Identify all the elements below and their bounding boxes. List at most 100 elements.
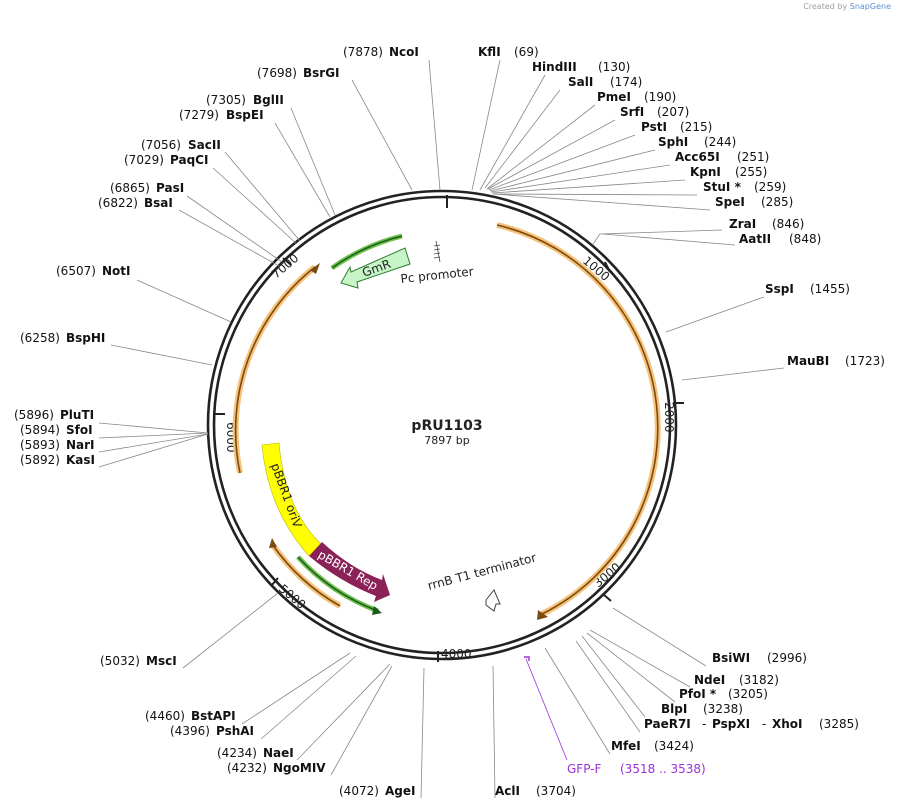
- site-sspi-pos: (1455): [810, 282, 850, 296]
- tick-2000: 2000: [662, 402, 676, 433]
- site-sfoi-pos: (5894): [20, 423, 60, 437]
- site-pfoi-name: PfoI *: [679, 687, 717, 701]
- site-blpi-pos: (3238): [703, 702, 743, 716]
- site-spei-name: SpeI: [715, 195, 745, 209]
- terminator-label: rrnB T1 terminator: [426, 550, 538, 592]
- primer-name: GFP-F: [567, 762, 602, 776]
- site-stui-name: StuI *: [703, 180, 742, 194]
- site-paqci-pos: (7029): [124, 153, 164, 167]
- site-kasi-pos: (5892): [20, 453, 60, 467]
- tick-4000: 4000: [441, 647, 472, 661]
- site-sacii-name: SacII: [188, 138, 221, 152]
- site-acc65i-pos: (251): [737, 150, 769, 164]
- site-ngomiv-name: NgoMIV: [273, 761, 326, 775]
- site-blpi-name: BlpI: [661, 702, 687, 716]
- site-mfei-pos: (3424): [654, 739, 694, 753]
- site-paer7i-name: PaeR7I: [644, 717, 691, 731]
- site-srfi-pos: (207): [657, 105, 689, 119]
- orange-arrowhead-left-top: [310, 263, 320, 274]
- site-acli-name: AclI: [495, 784, 520, 798]
- site-leader-lines: [98, 59, 785, 799]
- site-pasi-name: PasI: [156, 181, 184, 195]
- site-pshai-name: PshAI: [216, 724, 254, 738]
- site-hindiii-name: HindIII: [532, 60, 577, 74]
- terminator-icon: [485, 589, 501, 612]
- site-bsrgi-name: BsrGI: [303, 66, 340, 80]
- credit-prefix: Created by: [803, 2, 848, 11]
- site-pluti-name: PluTI: [60, 408, 94, 422]
- primer-range: (3518 .. 3538): [620, 762, 706, 776]
- site-pluti-pos: (5896): [14, 408, 54, 422]
- site-noti-pos: (6507): [56, 264, 96, 278]
- rep-feature: [309, 542, 390, 602]
- site-acli-pos: (3704): [536, 784, 576, 798]
- site-bglii-pos: (7305): [206, 93, 246, 107]
- site-bsrgi-pos: (7698): [257, 66, 297, 80]
- site-spei-pos: (285): [761, 195, 793, 209]
- rep-label: pBBR1 Rep: [316, 547, 381, 592]
- site-sali-pos: (174): [610, 75, 642, 89]
- site-bglii-name: BglII: [253, 93, 284, 107]
- plasmid-length: 7897 bp: [424, 434, 469, 447]
- site-bstapi-pos: (4460): [145, 709, 185, 723]
- site-pmei-name: PmeI: [597, 90, 631, 104]
- snapgene-credit: Created by SnapGene: [803, 2, 891, 11]
- primer-gfp-f: GFP-F (3518 .. 3538): [524, 656, 706, 776]
- site-agei-pos: (4072): [339, 784, 379, 798]
- site-mfei-name: MfeI: [611, 739, 641, 753]
- site-sphi-name: SphI: [658, 135, 688, 149]
- site-naei-pos: (4234): [217, 746, 257, 760]
- site-maubi-name: MauBI: [787, 354, 829, 368]
- site-msci-pos: (5032): [100, 654, 140, 668]
- site-ncoi-pos: (7878): [343, 45, 383, 59]
- site-psti-pos: (215): [680, 120, 712, 134]
- site-nari-pos: (5893): [20, 438, 60, 452]
- site-pspxi-name: PspXI: [712, 717, 750, 731]
- site-sep-2: -: [762, 717, 766, 731]
- pc-promoter-label: Pc promoter: [400, 264, 474, 286]
- site-nari-name: NarI: [66, 438, 95, 452]
- site-kasi-name: KasI: [66, 453, 95, 467]
- site-hindiii-pos: (130): [598, 60, 630, 74]
- site-sphi-pos: (244): [704, 135, 736, 149]
- site-zrai-name: ZraI: [729, 217, 756, 231]
- site-kpni-pos: (255): [735, 165, 767, 179]
- site-bspei-name: BspEI: [226, 108, 264, 122]
- site-sspi-name: SspI: [765, 282, 794, 296]
- site-bsiwi-name: BsiWI: [712, 651, 750, 665]
- site-psti-name: PstI: [641, 120, 667, 134]
- site-xhoi-name: XhoI: [772, 717, 803, 731]
- site-ncoi-name: NcoI: [389, 45, 419, 59]
- site-naei-name: NaeI: [263, 746, 294, 760]
- site-bsphi-pos: (6258): [20, 331, 60, 345]
- site-bspei-pos: (7279): [179, 108, 219, 122]
- site-sep-1: -: [702, 717, 706, 731]
- backbone-outer: [206, 189, 678, 661]
- site-acc65i-name: Acc65I: [675, 150, 720, 164]
- site-ngomiv-pos: (4232): [227, 761, 267, 775]
- site-agei-name: AgeI: [385, 784, 415, 798]
- scale-ticks: [214, 257, 684, 662]
- site-kfli-name: KflI: [478, 45, 501, 59]
- site-bsiwi-pos: (2996): [767, 651, 807, 665]
- site-zrai-pos: (846): [772, 217, 804, 231]
- gmr-label: GmR: [360, 257, 392, 280]
- site-pshai-pos: (4396): [170, 724, 210, 738]
- tick-7000: 7000: [269, 251, 301, 281]
- site-pmei-pos: (190): [644, 90, 676, 104]
- site-msci-name: MscI: [146, 654, 177, 668]
- gmr-arrow: [340, 247, 411, 289]
- orange-features: [232, 222, 661, 617]
- orange-arrowhead-left-bottom: [269, 538, 277, 548]
- site-ndei-name: NdeI: [694, 673, 725, 687]
- site-sfoi-name: SfoI: [66, 423, 93, 437]
- site-bstapi-name: BstAPI: [191, 709, 236, 723]
- promoter-icon: [433, 240, 441, 263]
- site-ndei-pos: (3182): [739, 673, 779, 687]
- site-paqci-name: PaqCI: [170, 153, 208, 167]
- site-aatii-name: AatII: [739, 232, 771, 246]
- site-srfi-name: SrfI: [620, 105, 644, 119]
- site-kpni-name: KpnI: [690, 165, 721, 179]
- site-bsai-pos: (6822): [98, 196, 138, 210]
